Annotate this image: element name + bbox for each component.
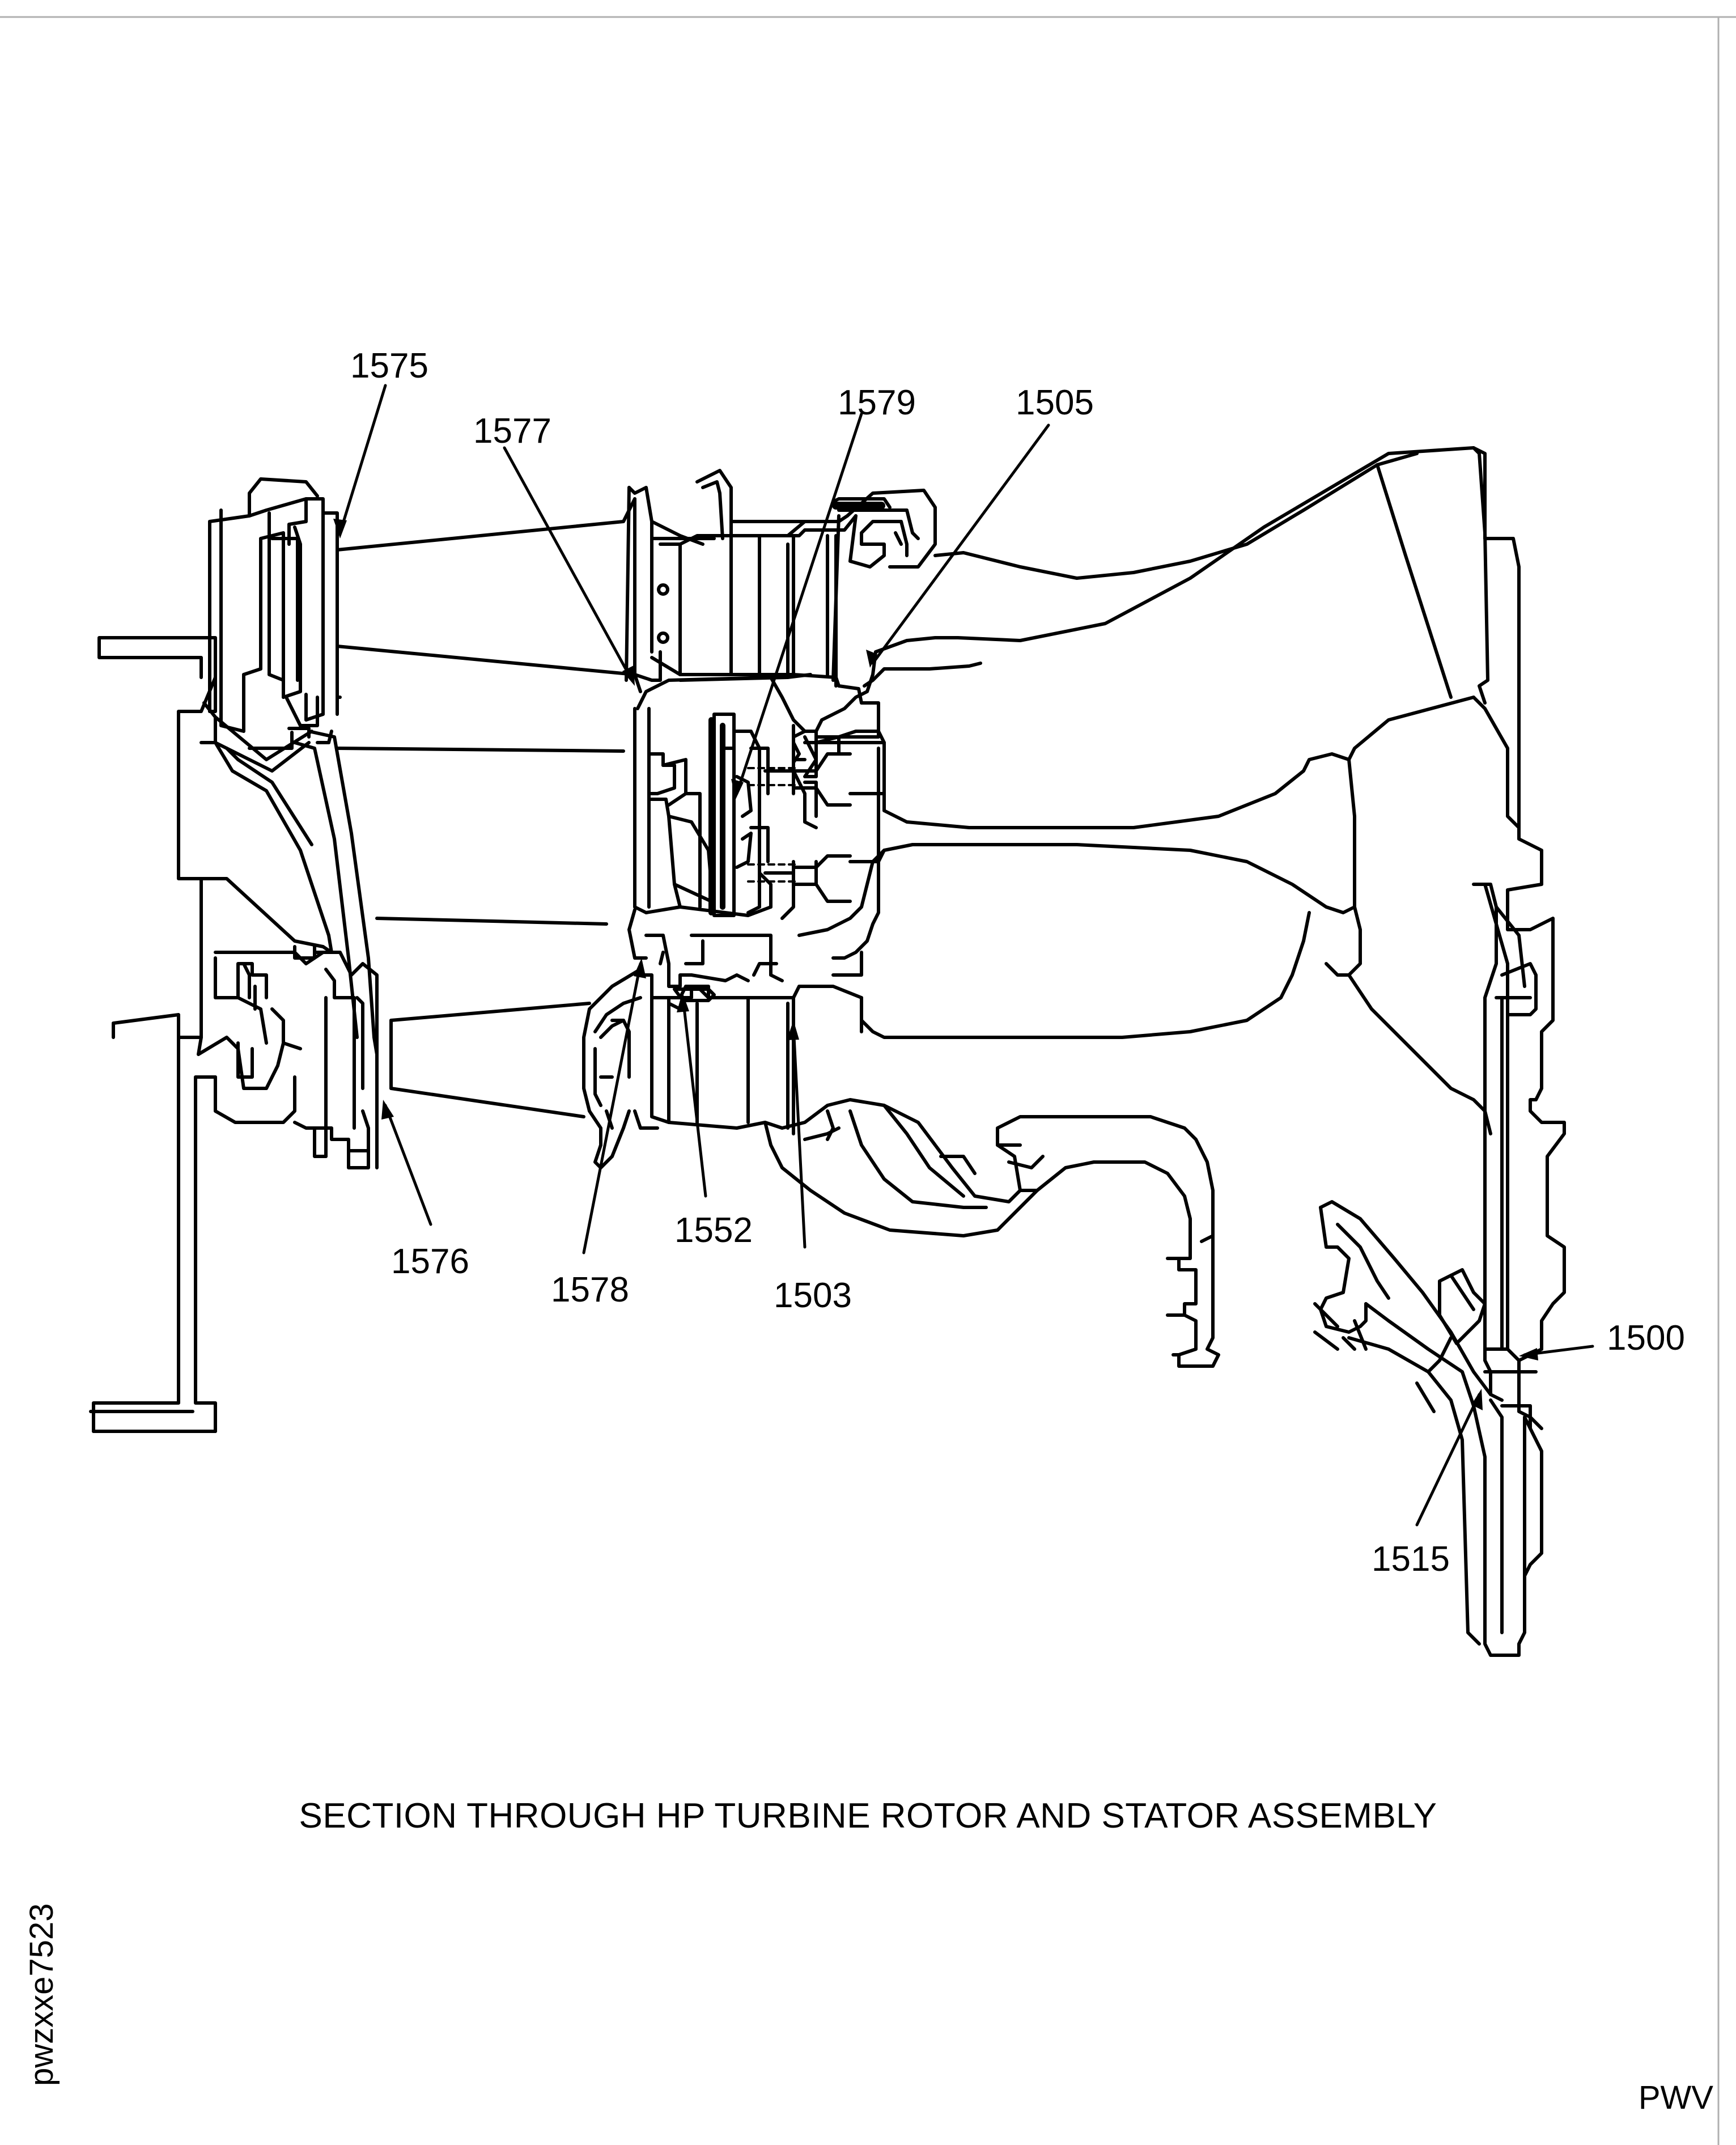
leader-lines xyxy=(338,384,1594,1527)
arrowheads xyxy=(333,519,1538,1410)
angled-strut xyxy=(1313,1200,1543,1657)
figure-caption: SECTION THROUGH HP TURBINE ROTOR AND STA… xyxy=(299,1796,1437,1835)
lower-hub-assembly xyxy=(197,951,379,1169)
vane-ring-upper xyxy=(625,469,937,688)
outer-case-right xyxy=(797,446,1566,1430)
inner-band-right xyxy=(1472,883,1538,1430)
dark-plate xyxy=(708,717,725,915)
shroud-hanger xyxy=(1166,1234,1220,1368)
figure-id: pwzxxe7523 xyxy=(23,1903,60,2086)
callout-1500: 1500 xyxy=(1607,1319,1685,1358)
callout-1505: 1505 xyxy=(1016,383,1094,422)
right-rotor-arms xyxy=(780,446,1489,920)
lower-shroud xyxy=(582,968,863,1169)
tie-bolts xyxy=(747,767,800,883)
callout-1515: 1515 xyxy=(1372,1540,1450,1579)
stage-1-airfoil-upper xyxy=(336,497,642,926)
callout-1575: 1575 xyxy=(350,346,428,385)
left-rotor-disk xyxy=(89,636,217,1433)
callout-1579: 1579 xyxy=(838,383,916,422)
corner-code: PWV xyxy=(1638,2079,1713,2116)
callout-1552: 1552 xyxy=(674,1211,753,1250)
disk-web xyxy=(763,730,1356,960)
rotor-diaphragm xyxy=(200,730,379,1056)
callout-1503: 1503 xyxy=(774,1276,852,1315)
callout-1577: 1577 xyxy=(473,412,551,451)
hp-rotor-disk xyxy=(627,673,875,988)
callout-1578: 1578 xyxy=(551,1270,629,1309)
stage-1-airfoil-lower xyxy=(389,1002,591,1118)
callout-1576: 1576 xyxy=(391,1242,469,1281)
left-casing-assembly xyxy=(202,477,342,773)
